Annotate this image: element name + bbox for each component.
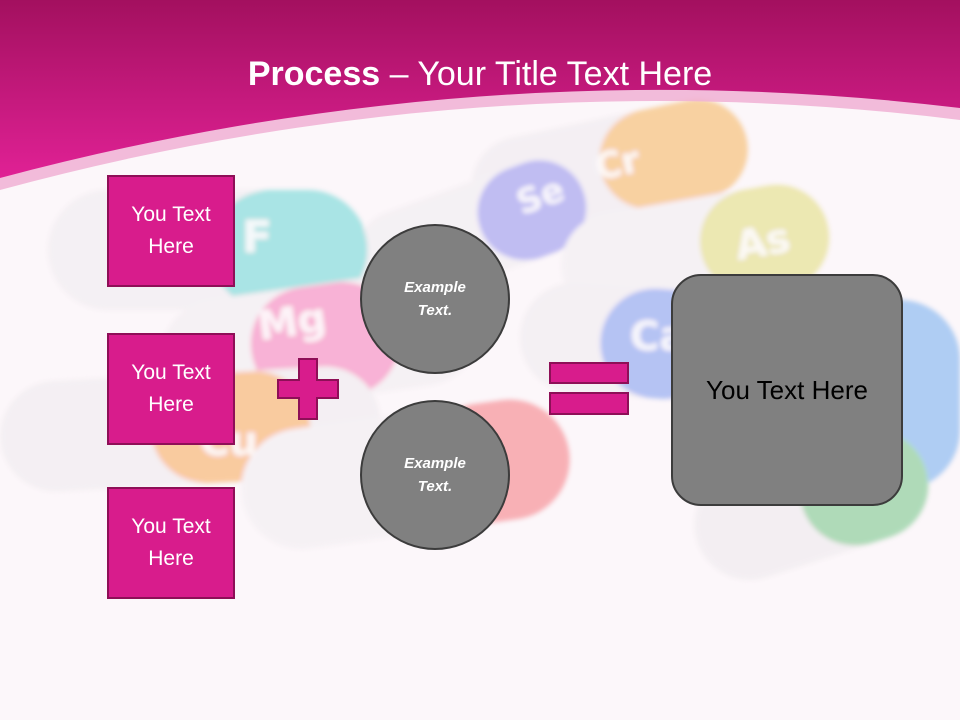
result-label: You Text Here [706,374,868,405]
capsule-label: Mg [255,295,329,350]
input-box-label: You Text Here [131,515,211,570]
title-bold: Process [247,55,381,93]
input-box-1[interactable]: You Text Here [107,175,235,287]
circle-label: Example Text. [404,279,466,319]
circle-label: Example Text. [404,455,466,495]
slide-title: Process – Your Title Text Here [0,50,960,98]
equals-icon [549,362,629,415]
capsule-label: F [242,212,272,263]
plus-icon [277,358,339,420]
input-box-2[interactable]: You Text Here [107,333,235,445]
example-circle-1[interactable]: Example Text. [360,224,510,374]
input-box-label: You Text Here [131,203,211,258]
example-circle-2[interactable]: Example Text. [360,400,510,550]
result-box[interactable]: You Text Here [671,274,903,506]
input-box-label: You Text Here [131,361,211,416]
capsule-label: As [732,215,794,270]
capsule-label: Cr [591,139,643,188]
title-rest: Your Title Text Here [417,55,713,93]
title-separator: – [380,55,418,93]
input-box-3[interactable]: You Text Here [107,487,235,599]
